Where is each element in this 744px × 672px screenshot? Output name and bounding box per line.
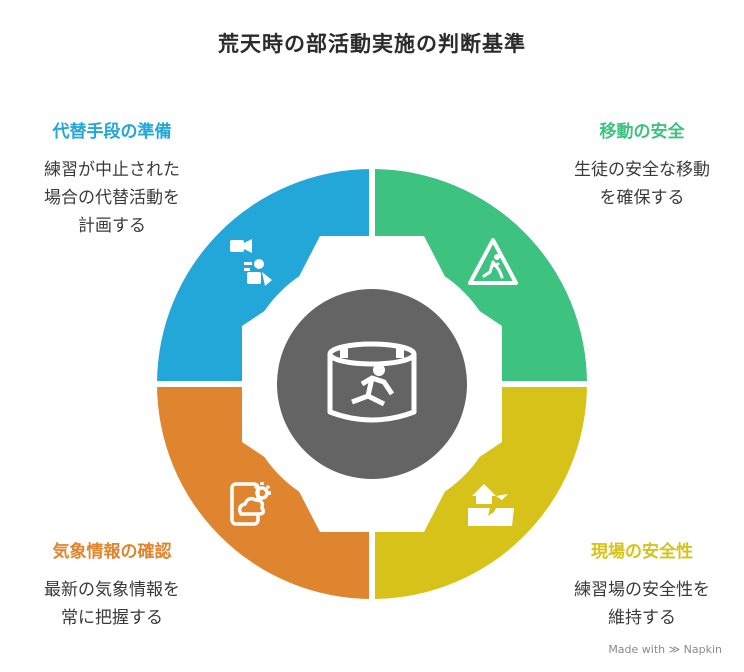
- segment-bottom-left: [157, 384, 372, 599]
- label-bottom-left: 気象情報の確認 最新の気象情報を 常に把握する: [22, 538, 202, 632]
- label-top-right: 移動の安全 生徒の安全な移動 を確保する: [542, 118, 742, 212]
- segment-desc-line: を確保する: [599, 188, 685, 208]
- segment-top-right: [372, 169, 587, 384]
- remote-work-icon: [230, 239, 272, 286]
- segment-desc-line: 練習場の安全性を: [574, 580, 710, 600]
- napkin-credit: Made with ≫ Napkin: [608, 643, 722, 656]
- segment-desc-line: 計画する: [78, 216, 146, 236]
- segment-desc-line: 最新の気象情報を: [44, 580, 180, 600]
- weather-phone-icon: [230, 482, 271, 526]
- damaged-house-icon: [468, 484, 514, 526]
- segment-desc-line: 練習が中止された: [44, 160, 180, 180]
- page-title: 荒天時の部活動実施の判断基準: [218, 32, 526, 56]
- label-top-left: 代替手段の準備 練習が中止された 場合の代替活動を 計画する: [22, 118, 202, 240]
- segment-desc-line: 場合の代替活動を: [44, 188, 180, 208]
- segment-desc-line: 生徒の安全な移動: [574, 160, 710, 180]
- pedestrian-warning-icon: [468, 238, 518, 285]
- segment-desc-line: 常に把握する: [61, 608, 163, 628]
- segment-heading: 移動の安全: [599, 122, 685, 142]
- label-bottom-right: 現場の安全性 練習場の安全性を 維持する: [542, 538, 742, 632]
- segment-heading: 代替手段の準備: [52, 122, 172, 142]
- segment-heading: 気象情報の確認: [52, 542, 172, 562]
- safety-enclosure-icon: [327, 341, 417, 423]
- segment-desc-line: 維持する: [608, 608, 676, 628]
- segment-heading: 現場の安全性: [591, 542, 693, 562]
